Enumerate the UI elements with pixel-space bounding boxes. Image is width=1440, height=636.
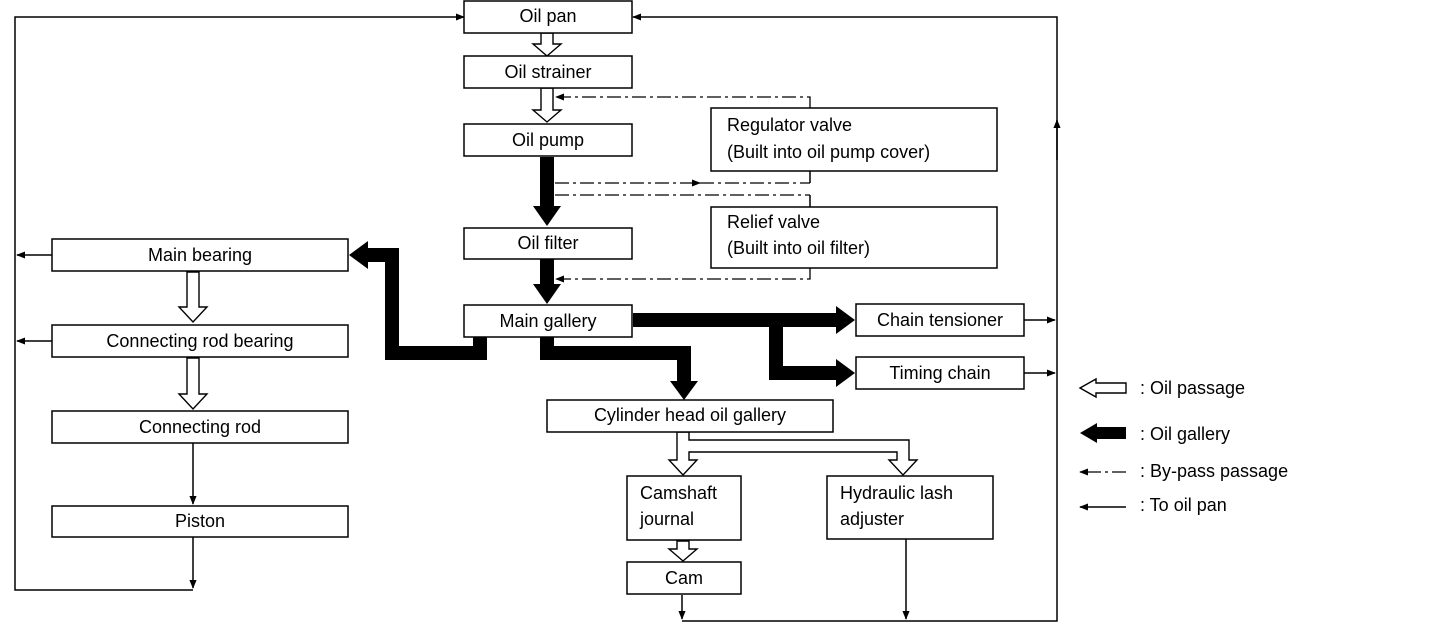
- timing-chain-label: Timing chain: [889, 363, 990, 383]
- node-oil-pan: Oil pan: [463, 0, 633, 34]
- main-gallery-label: Main gallery: [499, 311, 596, 331]
- oil-passage-arrows: [177, 32, 919, 562]
- oil-filter-label: Oil filter: [517, 233, 578, 253]
- relief-valve-note: (Built into oil filter): [727, 238, 870, 258]
- node-connecting-rod: Connecting rod: [51, 410, 349, 444]
- node-relief-valve: Relief valve (Built into oil filter): [710, 206, 998, 269]
- main-bearing-label: Main bearing: [148, 245, 252, 265]
- node-regulator-valve: Regulator valve (Built into oil pump cov…: [710, 107, 998, 172]
- node-camshaft-journal: Camshaft journal: [626, 475, 742, 541]
- piston-label: Piston: [175, 511, 225, 531]
- relief-valve-label: Relief valve: [727, 212, 820, 232]
- connecting-rod-bearing-label: Connecting rod bearing: [106, 331, 293, 351]
- legend-oil-gallery: : Oil gallery: [1080, 423, 1230, 444]
- camshaft-journal-label-line1: Camshaft: [640, 483, 717, 503]
- chain-tensioner-label: Chain tensioner: [877, 310, 1003, 330]
- legend-to-oil-pan-label: : To oil pan: [1140, 495, 1227, 515]
- legend-bypass-passage: : By-pass passage: [1079, 461, 1288, 481]
- legend-oil-passage: : Oil passage: [1078, 377, 1245, 399]
- cam-label: Cam: [665, 568, 703, 588]
- oil-pan-label: Oil pan: [519, 6, 576, 26]
- regulator-valve-label: Regulator valve: [727, 115, 852, 135]
- bypass-passages: [555, 93, 811, 283]
- node-cam: Cam: [626, 561, 742, 595]
- cylinder-head-oil-gallery-label: Cylinder head oil gallery: [594, 405, 786, 425]
- legend: : Oil passage : Oil gallery : By-pass pa…: [1078, 377, 1288, 515]
- hydraulic-lash-adjuster-label-line1: Hydraulic lash: [840, 483, 953, 503]
- node-main-bearing: Main bearing: [51, 238, 349, 272]
- node-piston: Piston: [51, 505, 349, 538]
- camshaft-journal-label-line2: journal: [639, 509, 694, 529]
- node-timing-chain: Timing chain: [855, 356, 1025, 390]
- legend-oil-passage-label: : Oil passage: [1140, 378, 1245, 398]
- oil-pump-label: Oil pump: [512, 130, 584, 150]
- oil-strainer-label: Oil strainer: [504, 62, 591, 82]
- node-oil-strainer: Oil strainer: [463, 55, 633, 89]
- return-lines: [14, 13, 1061, 622]
- node-chain-tensioner: Chain tensioner: [855, 303, 1025, 337]
- node-main-gallery: Main gallery: [463, 304, 633, 338]
- node-cylinder-head-oil-gallery: Cylinder head oil gallery: [546, 399, 834, 433]
- hollow-arrow-icon: [1078, 377, 1127, 399]
- node-connecting-rod-bearing: Connecting rod bearing: [51, 324, 349, 358]
- hydraulic-lash-adjuster-label-line2: adjuster: [840, 509, 904, 529]
- legend-oil-gallery-label: : Oil gallery: [1140, 424, 1230, 444]
- connecting-rod-label: Connecting rod: [139, 417, 261, 437]
- legend-to-oil-pan: : To oil pan: [1079, 495, 1227, 515]
- node-oil-pump: Oil pump: [463, 123, 633, 157]
- node-hydraulic-lash-adjuster: Hydraulic lash adjuster: [826, 475, 994, 540]
- legend-bypass-passage-label: : By-pass passage: [1140, 461, 1288, 481]
- node-oil-filter: Oil filter: [463, 227, 633, 260]
- regulator-valve-note: (Built into oil pump cover): [727, 142, 930, 162]
- solid-arrow-icon: [1080, 423, 1126, 443]
- oil-gallery-arrows: [349, 157, 855, 400]
